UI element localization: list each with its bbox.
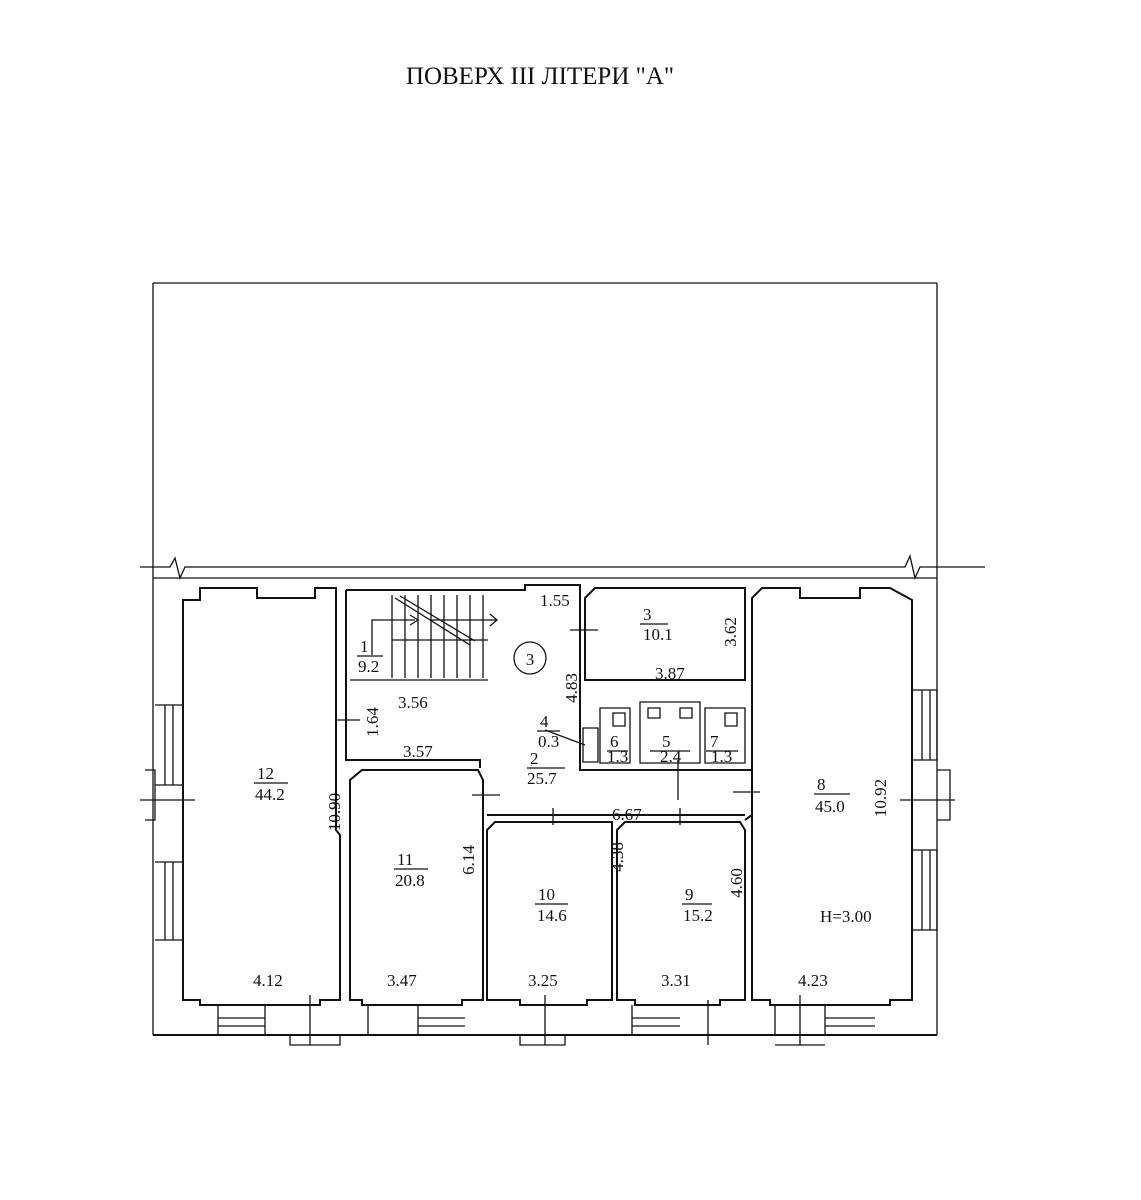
room-2: 225.7 (527, 749, 565, 788)
svg-text:4.83: 4.83 (562, 673, 581, 703)
room-labels: 19.2 225.7 310.1 40.3 52.4 61.3 71.3 845… (254, 605, 850, 925)
svg-text:6.67: 6.67 (612, 805, 642, 824)
svg-text:3: 3 (526, 650, 535, 669)
svg-text:4: 4 (540, 712, 549, 731)
svg-text:3.56: 3.56 (398, 693, 428, 712)
svg-text:3.25: 3.25 (528, 971, 558, 990)
dimensions: 1.55 3.62 3.87 4.83 3.56 1.64 3.57 6.67 … (253, 591, 890, 990)
svg-text:6.14: 6.14 (459, 845, 478, 875)
svg-text:1.3: 1.3 (711, 747, 732, 766)
svg-text:3: 3 (643, 605, 652, 624)
svg-text:11: 11 (397, 850, 413, 869)
room-10: 10 14.6 (535, 885, 568, 925)
svg-text:4.12: 4.12 (253, 971, 283, 990)
svg-text:10.1: 10.1 (643, 625, 673, 644)
room-5: 52.4 (650, 732, 690, 766)
svg-text:7: 7 (710, 732, 719, 751)
svg-text:5: 5 (662, 732, 671, 751)
svg-text:4.23: 4.23 (798, 971, 828, 990)
svg-text:15.2: 15.2 (683, 906, 713, 925)
section-marker: 3 (513, 641, 547, 675)
svg-text:8: 8 (817, 775, 826, 794)
svg-text:4.38: 4.38 (608, 842, 627, 872)
room-4: 40.3 (537, 712, 560, 751)
room-9: 915.2 (682, 885, 713, 925)
room-1: 19.2 (357, 637, 383, 676)
upper-outline (140, 282, 985, 1035)
svg-text:10.90: 10.90 (325, 793, 344, 831)
svg-text:6: 6 (610, 732, 619, 751)
height-note: H=3.00 (820, 907, 872, 926)
svg-text:10: 10 (538, 885, 555, 904)
svg-text:1.3: 1.3 (607, 747, 628, 766)
svg-text:3.62: 3.62 (721, 617, 740, 647)
room-7: 71.3 (706, 732, 738, 766)
svg-text:20.8: 20.8 (395, 871, 425, 890)
svg-text:10.92: 10.92 (871, 779, 890, 817)
svg-text:3.31: 3.31 (661, 971, 691, 990)
room-3: 310.1 (640, 605, 673, 644)
svg-text:1: 1 (360, 637, 369, 656)
svg-text:9.2: 9.2 (358, 657, 379, 676)
svg-text:3.47: 3.47 (387, 971, 417, 990)
svg-text:2.4: 2.4 (660, 747, 682, 766)
svg-text:0.3: 0.3 (538, 732, 559, 751)
svg-text:25.7: 25.7 (527, 769, 557, 788)
walls (140, 584, 955, 1046)
room-6: 61.3 (607, 732, 628, 766)
room-11: 11 20.8 (394, 850, 428, 890)
svg-text:44.2: 44.2 (255, 785, 285, 804)
svg-text:4.60: 4.60 (727, 868, 746, 898)
room-8: 845.0 (814, 775, 850, 816)
svg-text:9: 9 (685, 885, 694, 904)
svg-text:3.87: 3.87 (655, 664, 685, 683)
svg-text:1.64: 1.64 (363, 707, 382, 737)
svg-text:14.6: 14.6 (537, 906, 567, 925)
svg-text:45.0: 45.0 (815, 797, 845, 816)
plan-title: ПОВЕРХ III ЛІТЕРИ "А" (406, 63, 674, 90)
room-12: 12 44.2 (254, 764, 288, 804)
svg-text:12: 12 (257, 764, 274, 783)
svg-text:2: 2 (530, 749, 539, 768)
svg-text:3.57: 3.57 (403, 742, 433, 761)
svg-text:1.55: 1.55 (540, 591, 570, 610)
